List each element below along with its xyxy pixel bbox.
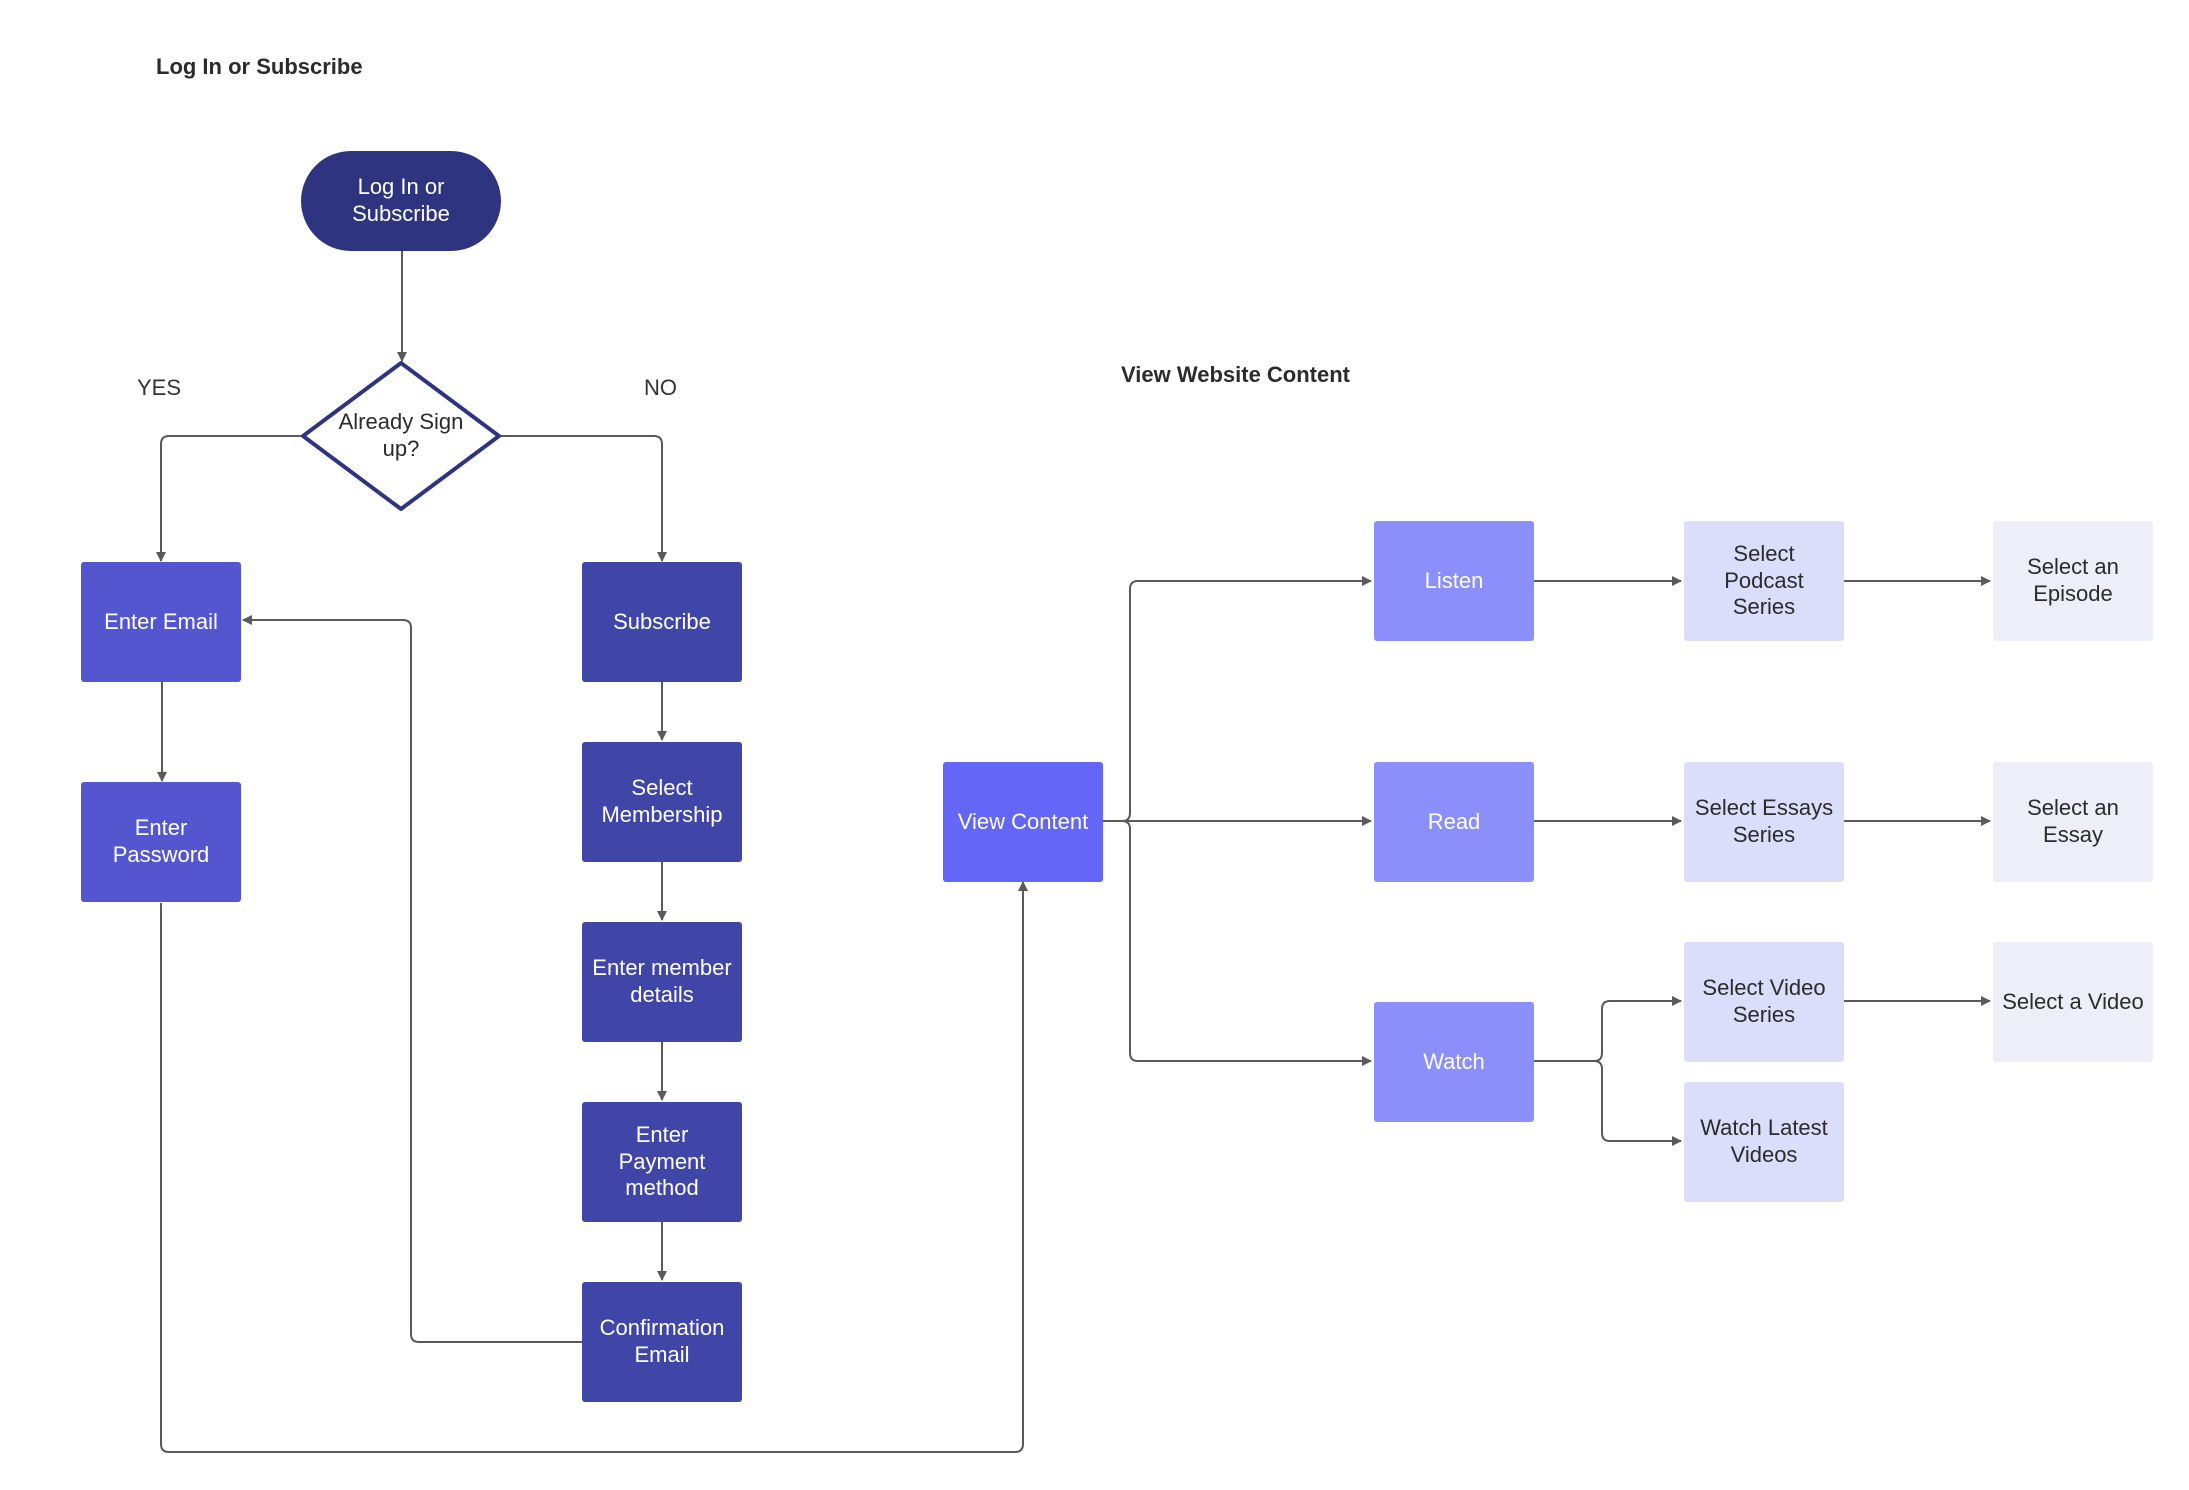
decision-label: Already Sign up? [320,396,482,476]
connector-view-to-listen [1103,576,1372,822]
select-video-series-label: Select Video Series [1702,975,1826,1027]
start-terminal-label: Log In or Subscribe [352,174,450,226]
select-podcast-series-node: Select Podcast Series [1684,521,1844,641]
branch-label-yes: YES [137,375,182,400]
connector-decision-to-subscribe [500,435,667,562]
select-membership-label: Select Membership [601,775,723,827]
section-title-login: Log In or Subscribe [156,54,363,79]
enter-payment-method-label: Enter Payment method [618,1121,706,1201]
enter-email-label: Enter Email [104,608,218,634]
connector-watch-to-latest [1534,1060,1682,1146]
select-video-series-node: Select Video Series [1684,942,1844,1062]
watch-label: Watch [1423,1048,1485,1074]
select-essays-series-label: Select Essays Series [1694,795,1834,847]
view-content-label: View Content [957,808,1089,834]
connector-view-to-watch [1103,820,1372,1066]
connector-password-to-view [160,881,1028,1453]
subscribe-node: Subscribe [582,562,742,682]
enter-member-details-node: Enter member details [582,922,742,1042]
enter-password-node: Enter Password [81,782,241,902]
listen-label: Listen [1424,567,1484,593]
watch-node: Watch [1374,1002,1534,1122]
connector-confirmation-to-email [242,615,582,1343]
section-title-content: View Website Content [1121,362,1351,387]
watch-latest-videos-node: Watch Latest Videos [1684,1082,1844,1202]
decision-diamond-node [301,361,501,511]
select-a-video-label: Select a Video [2002,988,2144,1014]
select-an-episode-label: Select an Episode [2027,554,2119,606]
listen-node: Listen [1374,521,1534,641]
watch-latest-videos-label: Watch Latest Videos [1700,1115,1828,1167]
enter-password-label: Enter Password [112,815,210,867]
enter-email-node: Enter Email [81,562,241,682]
select-a-video-node: Select a Video [1993,942,2153,1062]
enter-member-details-label: Enter member details [592,955,732,1007]
select-essays-series-node: Select Essays Series [1684,762,1844,882]
start-terminal-node: Log In or Subscribe [301,151,501,251]
connector-watch-to-video-series [1534,996,1682,1062]
read-node: Read [1374,762,1534,882]
branch-label-no: NO [644,375,677,400]
confirmation-email-node: Confirmation Email [582,1282,742,1402]
select-an-essay-label: Select an Essay [2027,795,2119,847]
connector-decision-to-email [156,435,304,562]
read-label: Read [1427,808,1481,834]
view-content-node: View Content [943,762,1103,882]
decision-label-text: Already Sign up? [338,409,464,461]
select-podcast-series-label: Select Podcast Series [1724,540,1804,620]
confirmation-email-label: Confirmation Email [599,1315,725,1367]
subscribe-label: Subscribe [613,608,711,634]
select-membership-node: Select Membership [582,742,742,862]
enter-payment-method-node: Enter Payment method [582,1102,742,1222]
select-an-essay-node: Select an Essay [1993,762,2153,882]
select-an-episode-node: Select an Episode [1993,521,2153,641]
